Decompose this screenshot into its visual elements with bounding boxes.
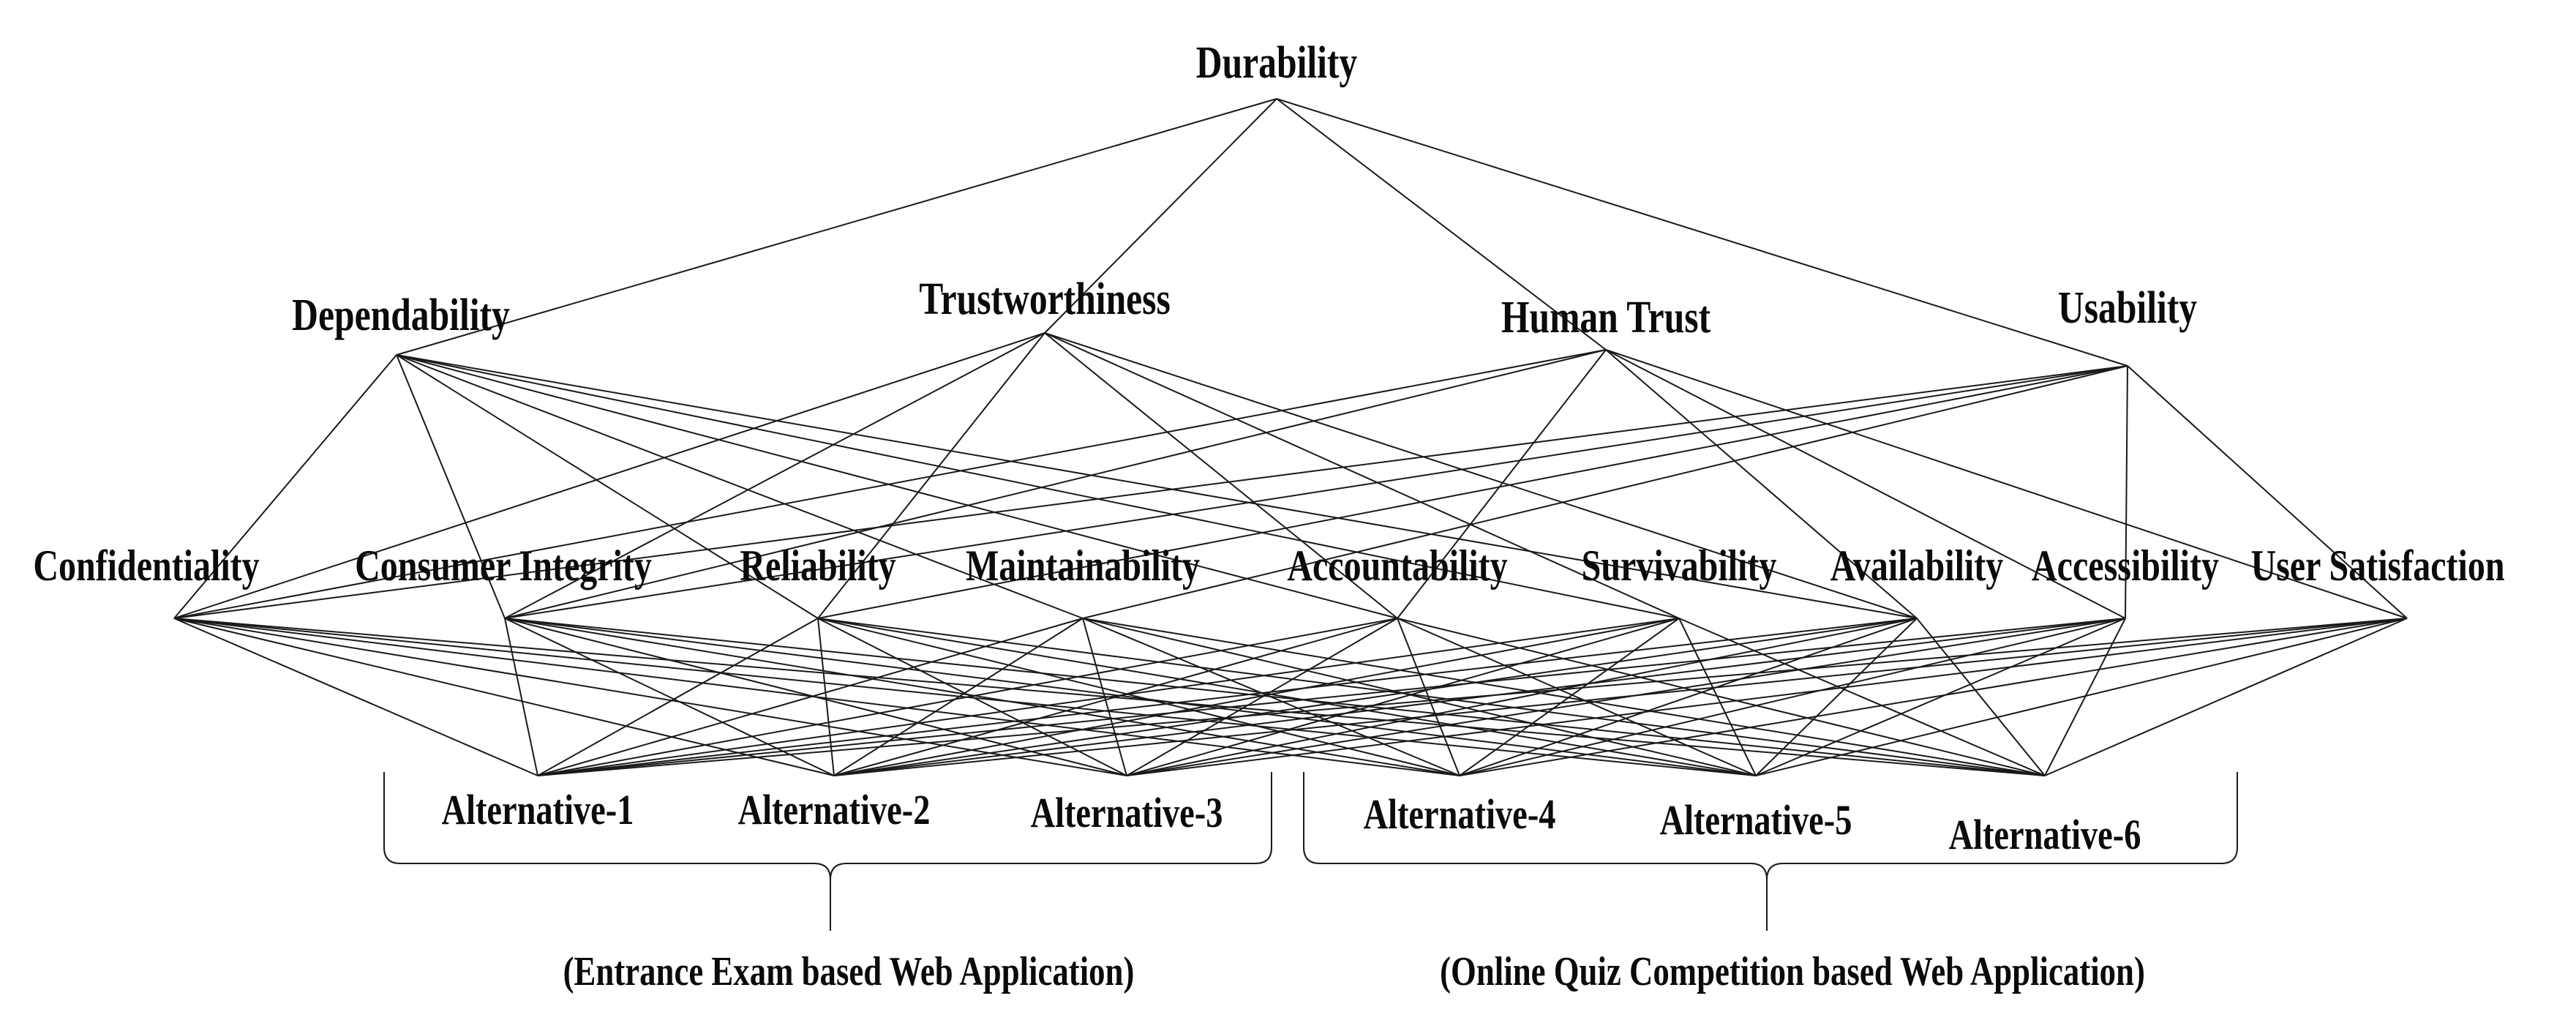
alternative-node-alternative-6: Alternative-6 bbox=[1948, 811, 2141, 858]
edge-subcriterion-to-alternative bbox=[1126, 618, 1680, 776]
edge-subcriterion-to-alternative bbox=[833, 618, 1680, 776]
edge-subcriterion-to-alternative bbox=[1755, 618, 2126, 776]
edge-subcriterion-to-alternative bbox=[1397, 618, 1460, 776]
edge-subcriterion-to-alternative bbox=[817, 618, 1460, 776]
edge-subcriterion-to-alternative bbox=[537, 618, 1084, 776]
edge-subcriterion-to-alternative bbox=[1459, 618, 1680, 776]
subcriterion-node-accountability: Accountability bbox=[1287, 541, 1508, 590]
edge-subcriterion-to-alternative bbox=[1126, 618, 1918, 776]
subcriterion-node-user-satisfaction: User Satisfaction bbox=[2250, 541, 2505, 590]
edge-subcriterion-to-alternative bbox=[833, 618, 1398, 776]
edge-criterion-to-subcriterion bbox=[1397, 349, 1607, 619]
subcriterion-node-consumer-integrity: Consumer Integrity bbox=[355, 541, 652, 590]
edge-subcriterion-to-alternative bbox=[1397, 618, 2046, 776]
edge-goal-to-criterion bbox=[1276, 98, 1607, 351]
edge-subcriterion-to-alternative bbox=[173, 618, 538, 776]
edge-subcriterion-to-alternative bbox=[817, 618, 1757, 776]
edge-criterion-to-subcriterion bbox=[504, 365, 2128, 619]
edge-subcriterion-to-alternative bbox=[1126, 618, 1398, 776]
subcriterion-node-reliability: Reliability bbox=[740, 541, 896, 590]
edge-subcriterion-to-alternative bbox=[504, 618, 538, 776]
edge-subcriterion-to-alternative bbox=[537, 618, 1398, 776]
alternative-node-alternative-2: Alternative-2 bbox=[737, 786, 931, 833]
edge-goal-to-criterion bbox=[396, 98, 1277, 356]
edge-subcriterion-to-alternative bbox=[817, 618, 2046, 776]
alternative-node-alternative-3: Alternative-3 bbox=[1030, 789, 1223, 836]
edge-subcriterion-to-alternative bbox=[1916, 618, 2046, 776]
criterion-node-human-trust: Human Trust bbox=[1501, 293, 1711, 342]
edge-goal-to-criterion bbox=[1044, 98, 1277, 334]
edge-subcriterion-to-alternative bbox=[833, 618, 2408, 776]
edge-criterion-to-subcriterion bbox=[2127, 365, 2408, 619]
edge-criterion-to-subcriterion bbox=[396, 354, 1084, 619]
edge-subcriterion-to-alternative bbox=[817, 618, 835, 776]
group-brace-1 bbox=[383, 772, 1272, 931]
group-brace-2 bbox=[1303, 772, 2238, 931]
edge-criterion-to-subcriterion bbox=[173, 354, 397, 619]
edge-criterion-to-subcriterion bbox=[817, 365, 2128, 619]
edge-subcriterion-to-alternative bbox=[1755, 618, 2408, 776]
edge-subcriterion-to-alternative bbox=[1397, 618, 1757, 776]
edge-subcriterion-to-alternative bbox=[1459, 618, 2126, 776]
edge-criterion-to-subcriterion bbox=[1605, 349, 1918, 619]
subcriterion-node-accessibility: Accessibility bbox=[2032, 541, 2219, 590]
edge-subcriterion-to-alternative bbox=[2044, 618, 2408, 776]
alternative-node-alternative-4: Alternative-4 bbox=[1363, 790, 1556, 838]
edge-criterion-to-subcriterion bbox=[1044, 332, 1680, 619]
edge-criterion-to-subcriterion bbox=[504, 349, 1607, 619]
alternative-node-alternative-1: Alternative-1 bbox=[441, 786, 634, 833]
alternative-node-alternative-5: Alternative-5 bbox=[1659, 796, 1852, 844]
criterion-node-trustworthiness: Trustworthiness bbox=[919, 274, 1171, 324]
edge-subcriterion-to-alternative bbox=[1082, 618, 1460, 776]
edge-subcriterion-to-alternative bbox=[504, 618, 835, 776]
edge-criterion-to-subcriterion bbox=[396, 354, 819, 619]
edge-subcriterion-to-alternative bbox=[833, 618, 1918, 776]
edge-criterion-to-subcriterion bbox=[173, 332, 1045, 619]
edge-subcriterion-to-alternative bbox=[504, 618, 1460, 776]
edge-subcriterion-to-alternative bbox=[537, 618, 1918, 776]
edge-subcriterion-to-alternative bbox=[1082, 618, 2046, 776]
edge-subcriterion-to-alternative bbox=[504, 618, 1757, 776]
edge-criterion-to-subcriterion bbox=[1605, 349, 2408, 619]
subcriterion-node-survivability: Survivability bbox=[1581, 541, 1777, 590]
edge-subcriterion-to-alternative bbox=[504, 618, 1127, 776]
criterion-node-usability: Usability bbox=[2057, 283, 2198, 333]
edge-subcriterion-to-alternative bbox=[817, 618, 1127, 776]
subcriterion-node-maintainability: Maintainability bbox=[965, 541, 1201, 590]
group-caption-2: (Online Quiz Competition based Web Appli… bbox=[1440, 949, 2145, 994]
edge-criterion-to-subcriterion bbox=[2125, 365, 2128, 619]
subcriterion-node-availability: Availability bbox=[1830, 541, 2004, 590]
edge-subcriterion-to-alternative bbox=[2044, 618, 2126, 776]
edge-subcriterion-to-alternative bbox=[504, 618, 2046, 776]
edge-subcriterion-to-alternative bbox=[1459, 618, 1918, 776]
edge-criterion-to-subcriterion bbox=[396, 354, 1680, 619]
edge-criterion-to-subcriterion bbox=[1044, 332, 1918, 619]
edge-subcriterion-to-alternative bbox=[1459, 618, 2408, 776]
edge-subcriterion-to-alternative bbox=[1678, 618, 1757, 776]
edge-criterion-to-subcriterion bbox=[1082, 365, 2128, 619]
edge-criterion-to-subcriterion bbox=[1044, 332, 1398, 619]
subcriterion-node-confidentiality: Confidentiality bbox=[33, 541, 260, 590]
edge-subcriterion-to-alternative bbox=[537, 618, 2408, 776]
edge-goal-to-criterion bbox=[1276, 98, 2128, 367]
edge-criterion-to-subcriterion bbox=[1605, 349, 2126, 619]
edge-subcriterion-to-alternative bbox=[833, 618, 1084, 776]
criterion-node-dependability: Dependability bbox=[292, 291, 510, 340]
edge-criterion-to-subcriterion bbox=[504, 332, 1045, 619]
edge-subcriterion-to-alternative bbox=[1755, 618, 1918, 776]
goal-node-durability: Durability bbox=[1195, 38, 1358, 88]
group-caption-1: (Entrance Exam based Web Application) bbox=[563, 949, 1135, 994]
edge-criterion-to-subcriterion bbox=[396, 354, 1918, 619]
edge-criterion-to-subcriterion bbox=[396, 354, 506, 619]
edge-criterion-to-subcriterion bbox=[173, 365, 2128, 619]
edge-criterion-to-subcriterion bbox=[396, 354, 1398, 619]
edge-subcriterion-to-alternative bbox=[537, 618, 1680, 776]
edge-subcriterion-to-alternative bbox=[1082, 618, 1757, 776]
edge-subcriterion-to-alternative bbox=[1126, 618, 2408, 776]
edge-subcriterion-to-alternative bbox=[537, 618, 2126, 776]
edge-subcriterion-to-alternative bbox=[537, 618, 819, 776]
edge-subcriterion-to-alternative bbox=[173, 618, 1127, 776]
edge-criterion-to-subcriterion bbox=[173, 349, 1607, 619]
